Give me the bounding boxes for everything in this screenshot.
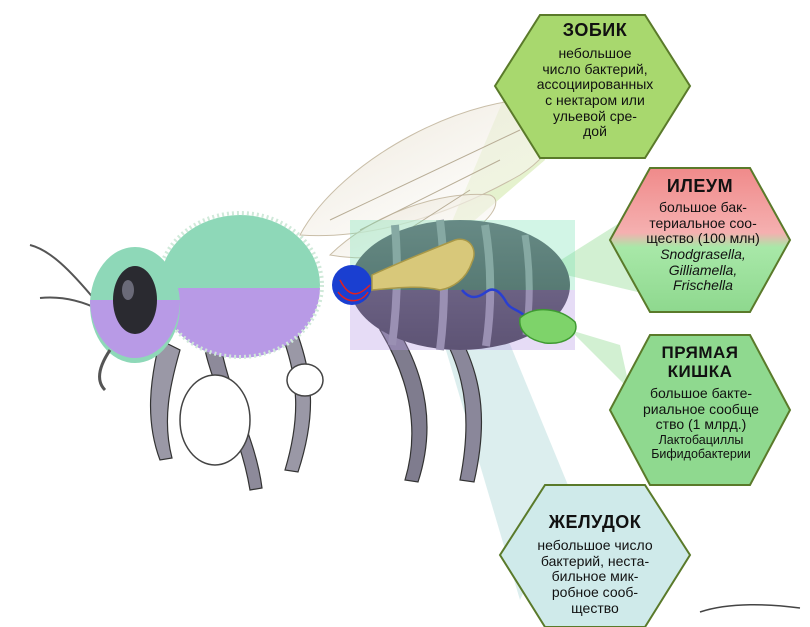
ileum-title: ИЛЕУМ [640,176,760,197]
rectum-description: большое бакте- риальное сообще ство (1 м… [618,386,784,461]
rectum-title-line: КИШКА [640,363,760,382]
crop-line: с нектаром или [512,93,678,109]
rectum-connector [570,330,630,390]
ileum-line: большое бак- [628,200,778,216]
bee-legs [151,330,482,490]
rectum-genus: Бифидобактерии [618,447,784,461]
crop-line: ульевой сре- [512,109,678,125]
compound-eye [113,266,157,334]
rectum-line: ство (1 млрд.) [618,417,784,433]
ileum-genus: Snodgrasella, [628,247,778,263]
ileum-line: щество (100 млн) [628,231,778,247]
stomach-description: небольшое число бактерий, неста- бильное… [510,538,680,616]
stomach-line: бильное мик- [510,569,680,585]
rectum-line: риальное сообще [618,402,784,418]
crop-line: небольшое [512,46,678,62]
stomach-line: щество [510,601,680,617]
ileum-genus: Gilliamella, [628,263,778,279]
bee-thorax [158,213,322,358]
rectum-title-line: ПРЯМАЯ [640,344,760,363]
decorative-swoosh [700,605,800,612]
crop-title: ЗОБИК [525,20,665,41]
antenna [30,245,100,310]
stomach-line: бактерий, неста- [510,554,680,570]
crop-line: ассоциированных [512,77,678,93]
stomach-title: ЖЕЛУДОК [525,512,665,533]
rectum-genus: Лактобациллы [618,433,784,447]
crop-line: дой [512,124,678,140]
ileum-description: большое бак- териальное соо- щество (100… [628,200,778,294]
stomach-line: робное сооб- [510,585,680,601]
rectum-line: большое бакте- [618,386,784,402]
crop-line: число бактерий, [512,62,678,78]
rectum-title: ПРЯМАЯ КИШКА [640,344,760,381]
ileum-genus: Frischella [628,278,778,294]
stomach-line: небольшое число [510,538,680,554]
crop-description: небольшое число бактерий, ассоциированны… [512,46,678,140]
ileum-line: териальное соо- [628,216,778,232]
crop-organ [332,265,372,305]
